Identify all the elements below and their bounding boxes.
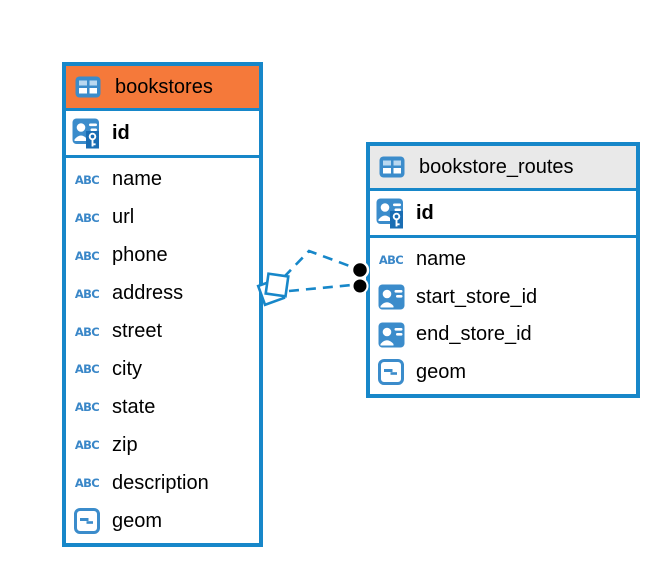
text-type-icon: ABC xyxy=(378,252,404,267)
entity-bookstores-header[interactable]: bookstores xyxy=(66,66,259,111)
text-type-icon: ABC xyxy=(74,248,100,263)
entity-bookstores[interactable]: bookstores id ABC na xyxy=(62,62,263,547)
table-icon xyxy=(72,76,104,98)
column-row-pk[interactable]: id xyxy=(370,191,636,238)
entity-bookstore-routes[interactable]: bookstore_routes id ABC xyxy=(366,142,640,398)
column-row[interactable]: geom xyxy=(370,354,636,392)
column-row[interactable]: end_store_id xyxy=(370,316,636,354)
column-row[interactable]: ABC city xyxy=(66,351,259,389)
geometry-type-icon xyxy=(375,359,407,386)
column-row[interactable]: ABC address xyxy=(66,275,259,313)
column-name: id xyxy=(416,201,434,224)
geometry-type-icon xyxy=(71,508,103,535)
column-row[interactable]: geom xyxy=(66,502,259,540)
text-type-icon: ABC xyxy=(74,324,100,339)
column-row[interactable]: ABC street xyxy=(66,313,259,351)
column-name: city xyxy=(112,357,142,380)
column-name: state xyxy=(112,395,156,418)
column-row[interactable]: ABC state xyxy=(66,388,259,426)
column-name: name xyxy=(416,248,467,271)
column-name: geom xyxy=(416,360,467,383)
primary-key-icon xyxy=(375,198,407,229)
column-row[interactable]: ABC url xyxy=(66,199,259,237)
column-name: end_store_id xyxy=(416,323,532,346)
relationship-line[interactable] xyxy=(288,283,353,293)
column-row[interactable]: ABC description xyxy=(66,464,259,502)
text-type-icon: ABC xyxy=(74,286,100,301)
column-row-pk[interactable]: id xyxy=(66,111,259,158)
column-name: url xyxy=(112,206,135,229)
column-name: name xyxy=(112,168,163,191)
column-name: id xyxy=(112,121,130,144)
text-type-icon: ABC xyxy=(74,362,100,377)
text-type-icon: ABC xyxy=(74,476,100,491)
reference-type-icon xyxy=(375,284,407,310)
column-row[interactable]: ABC zip xyxy=(66,426,259,464)
column-row[interactable]: ABC name xyxy=(66,161,259,199)
column-row[interactable]: ABC phone xyxy=(66,237,259,275)
text-type-icon: ABC xyxy=(74,210,100,225)
column-name: description xyxy=(112,471,209,494)
column-name: geom xyxy=(112,509,163,532)
column-list: ABC name ABC url ABC phone ABC address A… xyxy=(66,158,259,543)
text-type-icon: ABC xyxy=(74,172,100,187)
column-row[interactable]: start_store_id xyxy=(370,279,636,317)
entity-bookstore-routes-header[interactable]: bookstore_routes xyxy=(370,146,636,191)
reference-type-icon xyxy=(375,322,407,348)
column-list: ABC name start_store_id xyxy=(370,238,636,394)
text-type-icon: ABC xyxy=(74,400,100,415)
column-name: phone xyxy=(112,244,168,267)
column-name: zip xyxy=(112,433,138,456)
column-name: address xyxy=(112,282,184,305)
primary-key-icon xyxy=(71,118,103,149)
table-icon xyxy=(376,156,408,178)
column-name: start_store_id xyxy=(416,285,538,308)
column-row[interactable]: ABC name xyxy=(370,241,636,279)
entity-title: bookstores xyxy=(115,75,213,98)
relationship-line[interactable] xyxy=(283,249,356,278)
column-name: street xyxy=(112,320,163,343)
entity-title: bookstore_routes xyxy=(419,155,574,178)
text-type-icon: ABC xyxy=(74,438,100,453)
